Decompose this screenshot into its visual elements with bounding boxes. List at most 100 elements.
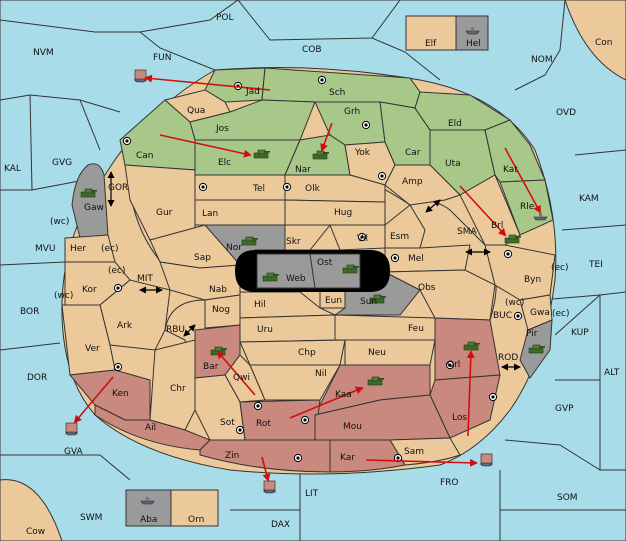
- land-label-her: Her: [70, 244, 86, 254]
- land-label-sch: Sch: [329, 88, 345, 98]
- sea-label-gva: GVA: [64, 447, 84, 457]
- land-label-byn: Byn: [524, 275, 541, 285]
- region-olk[interactable]: [284, 174, 386, 203]
- land-label-jos: Jos: [215, 124, 229, 134]
- region-elc[interactable]: [194, 139, 301, 176]
- region-chp[interactable]: [239, 339, 346, 366]
- land-label-brl: Brl: [491, 221, 503, 231]
- fleet-unit: [480, 453, 493, 467]
- sea-label-dax: DAX: [271, 520, 290, 530]
- region-kar[interactable]: [329, 439, 406, 473]
- land-label-cow: Cow: [26, 527, 45, 537]
- land-label-car: Car: [405, 148, 421, 158]
- land-label-nar: Nar: [295, 165, 311, 175]
- region-sam[interactable]: [389, 437, 461, 466]
- land-label-web: Web: [286, 274, 306, 284]
- land-label-olk: Olk: [305, 184, 321, 194]
- land-label-kar: Kar: [340, 453, 355, 463]
- sea-label-gvp: GVP: [555, 404, 574, 414]
- region-ail[interactable]: [94, 404, 211, 451]
- land-label-kaa: Kaa: [335, 390, 352, 400]
- land-label-qwi: Qwi: [233, 373, 250, 383]
- land-label-vil: Vil: [357, 234, 368, 244]
- land-label-pir: Pir: [526, 329, 538, 339]
- land-label-obs: Obs: [418, 283, 436, 293]
- land-label-gwa: Gwa: [530, 308, 550, 318]
- land-label-con: Con: [595, 38, 613, 48]
- sea-label-tei: TEI: [588, 260, 603, 270]
- coast-label: (ec): [552, 309, 570, 319]
- land-label-mel: Mel: [408, 254, 424, 264]
- land-label-skr: Skr: [286, 237, 301, 247]
- sea-label-swm: SWM: [80, 513, 102, 523]
- sea-label-nvm: NVM: [33, 48, 54, 58]
- sea-label-gor: GOR: [108, 183, 128, 193]
- land-label-hil: Hil: [254, 300, 266, 310]
- land-label-rle: Rle: [520, 202, 535, 212]
- sea-label-alt: ALT: [604, 368, 620, 378]
- land-label-kor: Kor: [82, 285, 97, 295]
- sea-label-mit: MIT: [137, 274, 153, 284]
- land-label-bar: Bar: [203, 362, 219, 372]
- fleet-unit: [263, 480, 276, 494]
- region-orn[interactable]: [170, 489, 219, 527]
- land-label-hug: Hug: [334, 208, 352, 218]
- land-label-yok: Yok: [354, 148, 371, 158]
- land-label-sun: Sun: [360, 297, 377, 307]
- region-neu[interactable]: [344, 339, 436, 366]
- region-rle[interactable]: [499, 179, 554, 236]
- order-arrows: [73, 74, 541, 482]
- land-label-qua: Qua: [187, 106, 205, 116]
- region-chr[interactable]: [149, 339, 196, 431]
- sea-label-mvu: MVU: [35, 244, 56, 254]
- land-label-elc: Elc: [218, 158, 231, 168]
- region-hel[interactable]: [455, 15, 489, 51]
- sea-label-buc: BUC: [493, 311, 512, 321]
- land-label-eld: Eld: [448, 119, 462, 129]
- sea-label-rbu: RBU: [166, 325, 185, 335]
- sea-label-kup: KUP: [571, 328, 589, 338]
- land-label-nil: Nil: [315, 369, 327, 379]
- land-label-rot: Rot: [256, 419, 271, 429]
- region-tel[interactable]: [194, 174, 286, 201]
- sea-label-sma: SMA: [457, 227, 477, 237]
- region-ver[interactable]: [61, 304, 116, 376]
- fleet-unit: [134, 69, 147, 83]
- land-label-aba: Aba: [140, 515, 157, 525]
- land-label-ark: Ark: [117, 321, 133, 331]
- region-esm[interactable]: [384, 204, 426, 249]
- region-los[interactable]: [429, 374, 501, 439]
- land-label-ken: Ken: [112, 389, 129, 399]
- land-label-nor: Nor: [226, 243, 242, 253]
- coast-label: (ec): [108, 266, 126, 276]
- sea-label-fro: FRO: [440, 478, 459, 488]
- sea-label-ovd: OVD: [556, 108, 576, 118]
- land-label-nab: Nab: [209, 285, 227, 295]
- region-zin[interactable]: [199, 439, 331, 473]
- region-elf[interactable]: [405, 15, 457, 51]
- land-label-uta: Uta: [445, 159, 461, 169]
- land-label-sot: Sot: [220, 418, 235, 428]
- coast-label: (wc): [505, 298, 524, 308]
- land-label-sam: Sam: [404, 447, 424, 457]
- sea-label-kam: KAM: [579, 194, 599, 204]
- land-label-amp: Amp: [402, 177, 423, 187]
- land-label-zin: Zin: [225, 451, 239, 461]
- coast-labels: (wc) (ec) (ec) (wc) (ec) (wc) (ec): [50, 217, 570, 319]
- land-label-neu: Neu: [368, 348, 386, 358]
- coast-label: (ec): [101, 244, 119, 254]
- land-label-los: Los: [452, 413, 467, 423]
- land-label-eun: Eun: [325, 296, 342, 306]
- land-label-nog: Nog: [212, 305, 230, 315]
- land-label-elf: Elf: [425, 39, 437, 49]
- land-label-can: Can: [136, 151, 154, 161]
- land-label-ver: Ver: [85, 344, 100, 354]
- land-label-lan: Lan: [202, 209, 218, 219]
- sea-label-nom: NOM: [531, 55, 553, 65]
- region-uru[interactable]: [239, 314, 336, 343]
- land-label-sap: Sap: [194, 253, 211, 263]
- land-labels: Con Cow Elf Hel Aba Orn Jad Sch Qua Jos …: [26, 38, 613, 537]
- sea-label-som: SOM: [557, 493, 578, 503]
